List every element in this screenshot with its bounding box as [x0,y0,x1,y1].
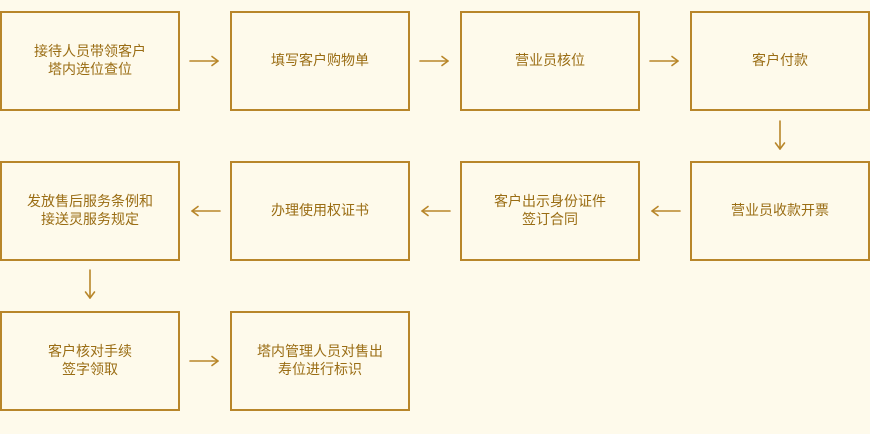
flow-step-customer-payment: 客户付款 [690,11,870,111]
flow-step-sign-contract: 客户出示身份证件 签订合同 [460,161,640,261]
step-label: 客户出示身份证件 签订合同 [494,194,606,228]
step-label: 塔内管理人员对售出 寿位进行标识 [257,344,383,378]
flow-step-mark-position: 塔内管理人员对售出 寿位进行标识 [230,311,410,411]
step-label: 营业员核位 [515,53,585,69]
arrow-right-icon [649,55,679,67]
flow-step-purchase-order: 填写客户购物单 [230,11,410,111]
step-label: 客户核对手续 签字领取 [48,344,132,378]
arrow-left-icon [421,205,451,217]
step-label: 发放售后服务条例和 接送灵服务规定 [27,194,153,228]
flow-step-invoice: 营业员收款开票 [690,161,870,261]
arrow-left-icon [191,205,221,217]
flow-step-certificate: 办理使用权证书 [230,161,410,261]
step-label: 办理使用权证书 [271,203,369,219]
step-label: 接待人员带领客户 塔内选位查位 [34,44,146,78]
flow-step-verify-position: 营业员核位 [460,11,640,111]
arrow-down-icon [774,120,786,150]
step-label: 客户付款 [752,53,808,69]
arrow-right-icon [419,55,449,67]
arrow-right-icon [189,55,219,67]
arrow-down-icon [84,269,96,299]
arrow-right-icon [189,355,219,367]
step-label: 营业员收款开票 [731,203,829,219]
flow-step-reception: 接待人员带领客户 塔内选位查位 [0,11,180,111]
step-label: 填写客户购物单 [271,53,369,69]
flow-step-collect: 客户核对手续 签字领取 [0,311,180,411]
flow-step-after-sales: 发放售后服务条例和 接送灵服务规定 [0,161,180,261]
arrow-left-icon [651,205,681,217]
